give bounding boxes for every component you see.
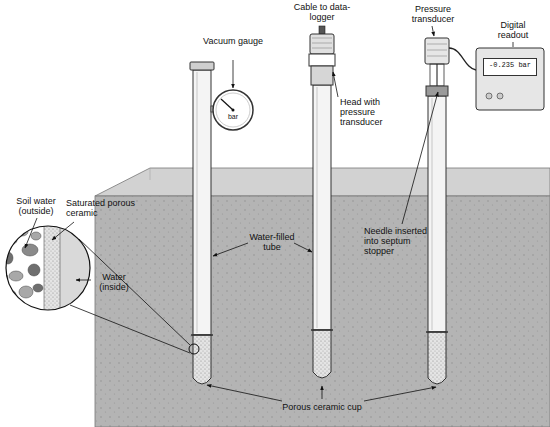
tensiometer-septum: [425, 38, 476, 384]
soil-particle: [3, 235, 17, 245]
drawing-part: [52, 222, 74, 240]
drawing-part: [213, 243, 248, 256]
tensiometer-gauge: [189, 62, 253, 384]
soil-particle: [28, 264, 40, 276]
drawing-part: [79, 239, 190, 345]
drawing-part: [427, 56, 447, 57]
drawing-part: [6, 226, 90, 310]
soil-particle: [31, 232, 41, 240]
soil-particle: [14, 306, 26, 314]
soil-particle: [19, 286, 33, 298]
drawing-part: [497, 93, 503, 99]
callout-label: Water (inside): [93, 272, 135, 292]
drawing-part: [430, 64, 444, 86]
drawing-part: [364, 387, 436, 401]
soil-particle: [33, 284, 43, 292]
callout-label: Soil water (outside): [4, 196, 68, 216]
drawing-part: [426, 331, 448, 333]
callout-label: Needle inserted into septum stopper: [364, 226, 440, 256]
drawing-part: [513, 42, 514, 47]
callout-label: Water-filled tube: [244, 232, 300, 252]
drawing-part: [70, 305, 190, 353]
drawing-part: [322, 386, 323, 399]
drawing-part: [319, 26, 325, 34]
drawing-part: [309, 54, 335, 66]
readout-value: -0.235 bar: [484, 59, 536, 72]
leader-lines: [25, 25, 513, 401]
gauge-unit: bar: [223, 113, 243, 121]
drawing-part: [428, 96, 446, 332]
drawing-part: [25, 218, 37, 248]
drawing-part: [312, 38, 332, 39]
drawing-part: [221, 99, 233, 110]
drawing-part: [190, 62, 214, 70]
drawing-part: [191, 334, 213, 336]
drawing-part: [207, 385, 282, 401]
drawing-part: [44, 220, 45, 320]
drawing-part: [427, 50, 447, 51]
callout-label: Head with pressure transducer: [340, 97, 404, 127]
drawing-part: [197, 72, 198, 333]
drawing-part: [402, 92, 438, 224]
drawing-part: [310, 34, 334, 54]
drawing-part: [311, 66, 333, 85]
drawing-part: [312, 43, 332, 44]
drawing-part: [193, 335, 211, 384]
drawing-part: [428, 332, 446, 384]
drawing-part: [313, 330, 331, 378]
drawing-part: [232, 109, 235, 112]
drawing-part: [60, 220, 100, 320]
drawing-part: [425, 38, 449, 64]
soil-particle: [9, 271, 23, 281]
drawing-part: [76, 280, 91, 281]
callout-label: Pressure transducer: [398, 4, 468, 24]
drawing-part: [213, 90, 253, 130]
callout-label: Cable to data-logger: [288, 2, 356, 22]
soil-particle: [22, 244, 38, 256]
callout-label: Saturated porous ceramic: [66, 198, 138, 218]
drawing-part: [432, 98, 433, 330]
callout-label: Vacuum gauge: [203, 36, 263, 46]
drawing-part: [333, 72, 338, 97]
drawing-part: [233, 60, 234, 88]
drawing-part: [193, 70, 211, 335]
soil-particle: [4, 290, 16, 300]
tensiometer-datalogger: [309, 26, 335, 378]
drawing-part: [60, 220, 61, 320]
drawing-part: [294, 243, 312, 252]
drawing-part: [0, 220, 100, 320]
drawing-part: [317, 87, 318, 328]
drawing-part: [311, 329, 333, 331]
readout-display: -0.235 bar: [483, 58, 537, 76]
drawing-part: [150, 168, 151, 180]
drawing-part: [432, 26, 434, 36]
drawing-part: [449, 48, 476, 70]
drawing-part: [427, 44, 447, 45]
callout-label: Digital readout: [486, 20, 540, 40]
drawing-part: [486, 93, 492, 99]
drawing-part: [313, 85, 331, 330]
drawing-part: [189, 344, 199, 354]
drawing-part: [216, 93, 250, 127]
digital-readout: [476, 48, 544, 110]
drawing-part: [312, 48, 332, 49]
callout-label: Porous ceramic cup: [262, 402, 382, 412]
